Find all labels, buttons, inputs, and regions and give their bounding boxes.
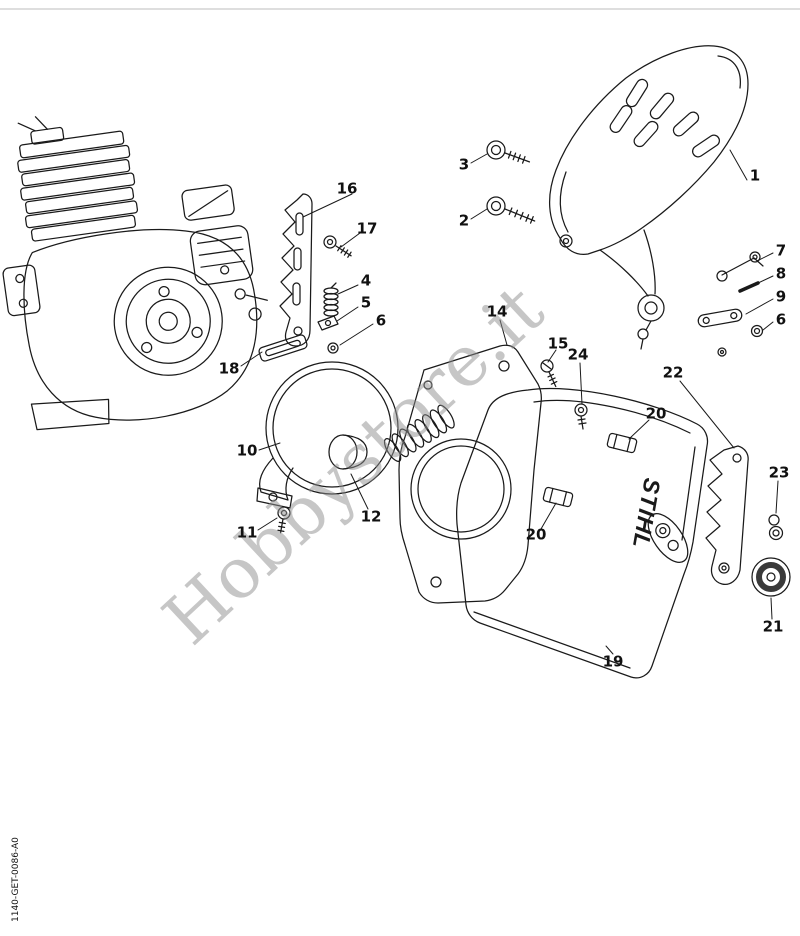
callout-3: 3 xyxy=(458,155,470,174)
nut-part-23 xyxy=(768,514,784,541)
callout-9: 9 xyxy=(775,287,787,306)
linkage-parts-7-8-9-6 xyxy=(697,251,764,357)
callout-12: 12 xyxy=(360,507,382,526)
callout-5: 5 xyxy=(360,293,372,312)
cap-part-21 xyxy=(751,557,791,597)
clip-part-20-left xyxy=(542,486,574,508)
clip-part-20-top xyxy=(606,432,638,454)
sleeve-part-12 xyxy=(328,434,368,470)
spring-part-4 xyxy=(323,282,339,317)
callout-24: 24 xyxy=(567,345,589,364)
callout-15: 15 xyxy=(547,334,569,353)
callout-16: 16 xyxy=(336,179,358,198)
hand-guard-part-1 xyxy=(548,45,749,350)
screw-part-11 xyxy=(277,506,291,534)
engine-illustration xyxy=(2,116,268,431)
guide-plate-part-16 xyxy=(279,193,313,347)
callout-23: 23 xyxy=(768,463,790,482)
screw-part-3 xyxy=(486,140,531,164)
sprocket-cover-part-19 xyxy=(456,387,709,679)
pawl-part-5 xyxy=(317,315,339,331)
callout-20-top: 20 xyxy=(645,404,667,423)
doc-code-text: 1140-GET-0086-A0 xyxy=(11,837,21,922)
inner-plate-part-14 xyxy=(398,344,542,604)
screw-part-2 xyxy=(486,196,536,224)
screw-part-24 xyxy=(574,403,588,430)
callout-6-left: 6 xyxy=(375,311,387,330)
callout-18: 18 xyxy=(218,359,240,378)
callout-8: 8 xyxy=(775,264,787,283)
callout-22: 22 xyxy=(662,363,684,382)
callout-17: 17 xyxy=(356,219,378,238)
washer-part-6-left xyxy=(327,342,339,354)
callout-2: 2 xyxy=(458,211,470,230)
callout-10: 10 xyxy=(236,441,258,460)
callout-20-left: 20 xyxy=(525,525,547,544)
callout-4: 4 xyxy=(360,271,372,290)
screw-part-17 xyxy=(323,235,352,258)
screw-part-15 xyxy=(540,359,558,388)
callout-1: 1 xyxy=(749,166,761,185)
callout-6-right: 6 xyxy=(775,310,787,329)
cover-brand-text: STIHL xyxy=(628,476,666,551)
callout-19: 19 xyxy=(602,652,624,671)
leader-lines xyxy=(240,149,779,655)
callout-11: 11 xyxy=(236,523,258,542)
clutch-spring xyxy=(383,404,455,462)
bumper-strip-part-22 xyxy=(705,445,749,586)
flat-bar-part-18 xyxy=(258,334,308,362)
brake-band-part-10 xyxy=(256,361,399,509)
callout-21: 21 xyxy=(762,617,784,636)
callout-7: 7 xyxy=(775,241,787,260)
callout-14: 14 xyxy=(486,302,508,321)
